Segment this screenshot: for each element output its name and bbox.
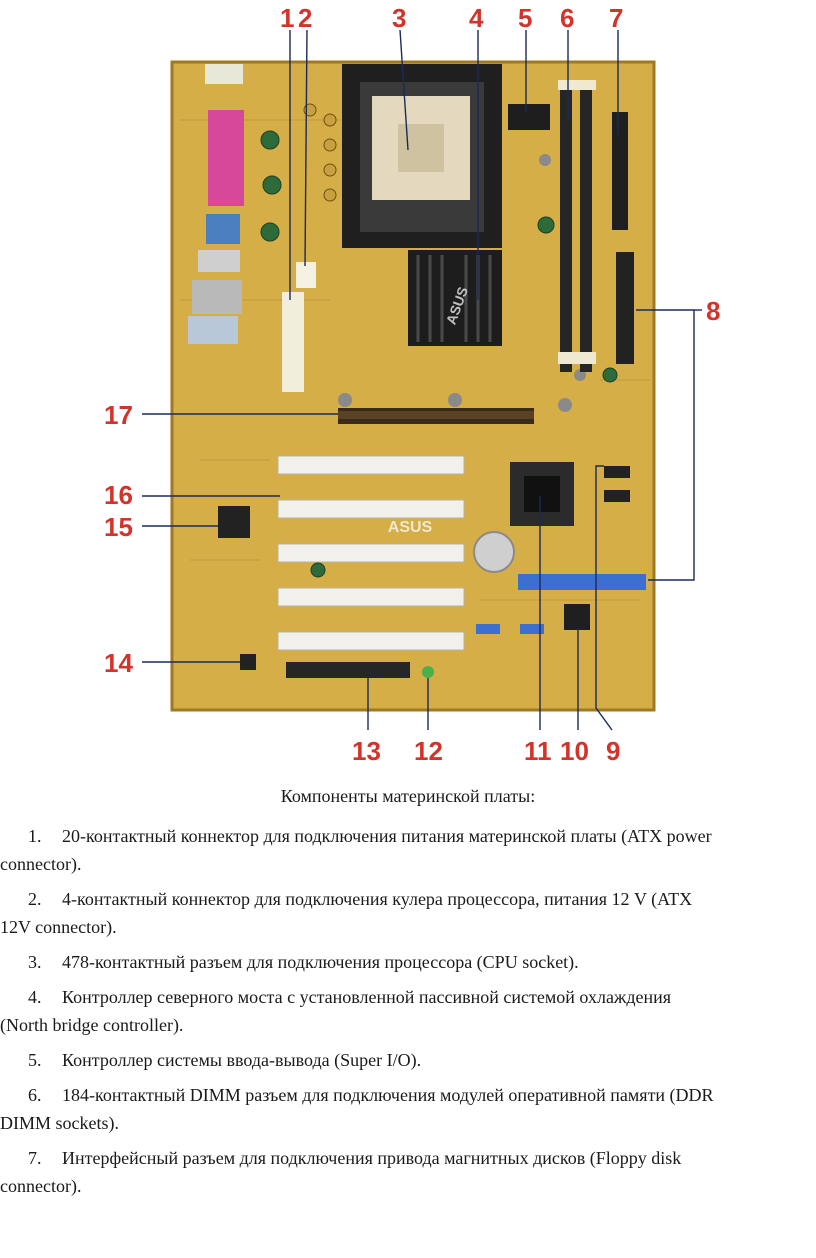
pci-slot-4 xyxy=(277,587,465,607)
item-text-continued: (North bridge controller). xyxy=(0,1015,184,1035)
list-item: 1. 20-контактный коннектор для подключени… xyxy=(0,822,816,878)
item-text: Интерфейсный разъем для подключения прив… xyxy=(62,1148,682,1168)
item-text: 20-контактный коннектор для подключения … xyxy=(62,826,712,846)
lan-port xyxy=(192,280,242,314)
callout-15: 15 xyxy=(104,512,133,542)
callout-lines xyxy=(142,29,702,731)
callout-5: 5 xyxy=(518,3,532,33)
callout-1: 1 xyxy=(280,3,294,33)
usb-port xyxy=(205,64,243,84)
figure-caption: Компоненты материнской платы: xyxy=(280,786,536,806)
ide-connector-vertical xyxy=(616,252,634,364)
item-text: 478-контактный разъем для подключения пр… xyxy=(62,952,579,972)
list-item: 7. Интерфейсный разъем для подключения пр… xyxy=(0,1144,816,1200)
item-text-continued: 12V connector). xyxy=(0,917,117,937)
item-text: 184-контактный DIMM разъем для подключен… xyxy=(62,1085,714,1105)
item-number: 6. xyxy=(28,1085,42,1105)
item-number: 4. xyxy=(28,987,42,1007)
callout-17: 17 xyxy=(104,400,133,430)
item-text-continued: DIMM sockets). xyxy=(0,1113,119,1133)
item-number: 7. xyxy=(28,1148,42,1168)
motherboard-figure: ASUS ASUS xyxy=(104,3,720,766)
item-number: 5. xyxy=(28,1050,42,1070)
ide-connector-primary xyxy=(518,574,646,590)
components-list: 1. 20-контактный коннектор для подключени… xyxy=(0,822,816,1207)
callout-14: 14 xyxy=(104,648,133,678)
callout-11: 11 xyxy=(524,736,552,766)
firmware-chip xyxy=(564,604,590,630)
callout-7: 7 xyxy=(609,3,623,33)
callout-12: 12 xyxy=(414,736,443,766)
callout-8: 8 xyxy=(706,296,720,326)
item-text: Контроллер системы ввода-вывода (Super I… xyxy=(62,1050,422,1070)
pci-slot-5 xyxy=(277,631,465,651)
status-led xyxy=(422,666,434,678)
atx-power-connector xyxy=(282,292,304,392)
dimm-slot-1 xyxy=(560,82,572,372)
callout-4: 4 xyxy=(469,3,484,33)
item-number: 2. xyxy=(28,889,42,909)
list-item: 3. 478-контактный разъем для подключения … xyxy=(0,948,816,976)
callout-9: 9 xyxy=(606,736,620,766)
item-text-continued: connector). xyxy=(0,854,82,874)
northbridge-heatsink xyxy=(408,250,502,346)
list-item: 6. 184-контактный DIMM разъем для подключ… xyxy=(0,1081,816,1137)
item-text: Контроллер северного моста с установленн… xyxy=(62,987,672,1007)
serial-port xyxy=(206,214,240,244)
callout-2: 2 xyxy=(298,3,312,33)
item-text-continued: connector). xyxy=(0,1176,82,1196)
item-text: 4-контактный коннектор для подключения к… xyxy=(62,889,693,909)
clock-chip xyxy=(240,654,256,670)
super-io-chip xyxy=(508,104,550,130)
callout-10: 10 xyxy=(560,736,589,766)
callout-13: 13 xyxy=(352,736,381,766)
callout-16: 16 xyxy=(104,480,133,510)
list-item: 5. Контроллер системы ввода-вывода (Super… xyxy=(0,1046,816,1074)
list-item: 2. 4-контактный коннектор для подключения… xyxy=(0,885,816,941)
bottom-pin-header xyxy=(286,662,410,678)
audio-jacks xyxy=(188,316,238,344)
motherboard-diagram: ASUS ASUS xyxy=(104,3,720,766)
list-item: 4. Контроллер северного моста с установле… xyxy=(0,983,816,1039)
item-number: 1. xyxy=(28,826,42,846)
audio-codec-chip xyxy=(218,506,250,538)
parallel-port xyxy=(208,110,244,206)
floppy-connector xyxy=(612,112,628,230)
cmos-battery xyxy=(473,531,515,573)
callout-6: 6 xyxy=(560,3,574,33)
board-logo-pcb: ASUS xyxy=(388,519,433,536)
pci-slot-2 xyxy=(277,499,465,519)
callout-3: 3 xyxy=(392,3,406,33)
pci-slot-3 xyxy=(277,543,465,563)
atx-12v-connector xyxy=(296,262,316,288)
item-number: 3. xyxy=(28,952,42,972)
pci-slot-1 xyxy=(277,455,465,475)
dimm-slot-2 xyxy=(580,82,592,372)
